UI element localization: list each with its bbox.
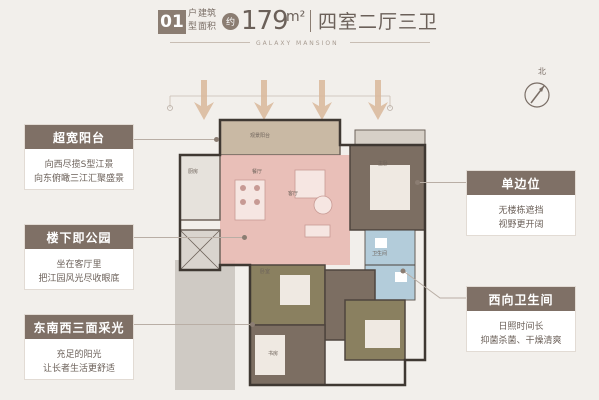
callout-park-downstairs: 楼下即公园 坐在客厅里 把江园风光尽收眼底 <box>24 224 134 290</box>
sun-arrow-icon <box>312 80 332 120</box>
callout-text: 向西尽揽S型江景 <box>44 160 114 170</box>
callout-text: 坐在客厅里 <box>56 260 102 270</box>
unit-number-badge: 01 <box>158 10 186 34</box>
callout-text: 抑菌杀菌、干燥清爽 <box>480 336 562 346</box>
leader-line <box>400 268 466 299</box>
callout-three-side-light: 东南西三面采光 充足的阳光 让长者生活更舒适 <box>24 314 134 380</box>
room-label-master: 主卧 <box>378 161 389 167</box>
compass-icon <box>524 82 550 108</box>
leader-dot <box>415 180 420 185</box>
approx-badge: 约 <box>222 13 239 30</box>
area-value: 179 <box>241 6 289 36</box>
sun-arrow-icon <box>368 80 388 120</box>
callout-west-bathroom: 西向卫生间 日照时间长 抑菌杀菌、干燥清爽 <box>466 286 576 352</box>
room-label-study: 书房 <box>268 351 279 357</box>
leader-dot <box>214 137 219 142</box>
floor-plan <box>175 118 427 390</box>
subtitle: GALAXY MANSION <box>256 40 339 47</box>
leader-dot <box>250 322 255 327</box>
header-divider-left <box>170 42 250 43</box>
callout-wide-balcony: 超宽阳台 向西尽揽S型江景 向东俯瞰三江汇聚盛景 <box>24 124 134 190</box>
sun-arrow-icon <box>194 80 214 120</box>
leader-line <box>418 182 466 183</box>
callout-text: 日照时间长 <box>498 322 544 332</box>
header: 01 户型 建筑面积 约 179 m² 四室二厅三卫 GALAXY MANSIO… <box>0 0 599 60</box>
header-divider-right <box>350 42 430 43</box>
unit-type-label: 户型 <box>188 9 198 32</box>
room-label-kitchen: 厨房 <box>188 169 199 175</box>
compass-mark: 北 <box>538 67 546 76</box>
callout-text: 让长者生活更舒适 <box>42 364 115 374</box>
layout-name: 四室二厅三卫 <box>318 11 439 33</box>
callout-title: 单边位 <box>467 171 575 195</box>
header-separator <box>310 10 311 32</box>
callout-text: 向东俯瞰三江汇聚盛景 <box>33 174 124 184</box>
room-label-dining: 餐厅 <box>252 169 263 175</box>
callout-title: 超宽阳台 <box>25 125 133 149</box>
callout-text: 把江园风光尽收眼底 <box>38 274 120 284</box>
sun-arrow-icon <box>254 80 274 120</box>
room-label-living: 客厅 <box>288 191 299 197</box>
area-unit: m² <box>286 9 306 25</box>
callout-text: 无楼栋遮挡 <box>498 206 544 216</box>
callout-text: 视野更开阔 <box>498 220 544 230</box>
callout-title: 东南西三面采光 <box>25 315 133 339</box>
callout-single-side: 单边位 无楼栋遮挡 视野更开阔 <box>466 170 576 236</box>
room-label-bath: 卫生间 <box>372 251 388 257</box>
callout-title: 西向卫生间 <box>467 287 575 311</box>
callout-text: 充足的阳光 <box>56 350 102 360</box>
callout-title: 楼下即公园 <box>25 225 133 249</box>
leader-dot <box>242 235 247 240</box>
leader-line <box>134 324 252 325</box>
room-label-bedroom: 卧室 <box>260 269 271 275</box>
room-label-balcony: 观景阳台 <box>250 133 271 139</box>
leader-line <box>134 237 244 238</box>
area-label: 建筑面积 <box>198 9 217 32</box>
leader-line <box>134 139 216 140</box>
